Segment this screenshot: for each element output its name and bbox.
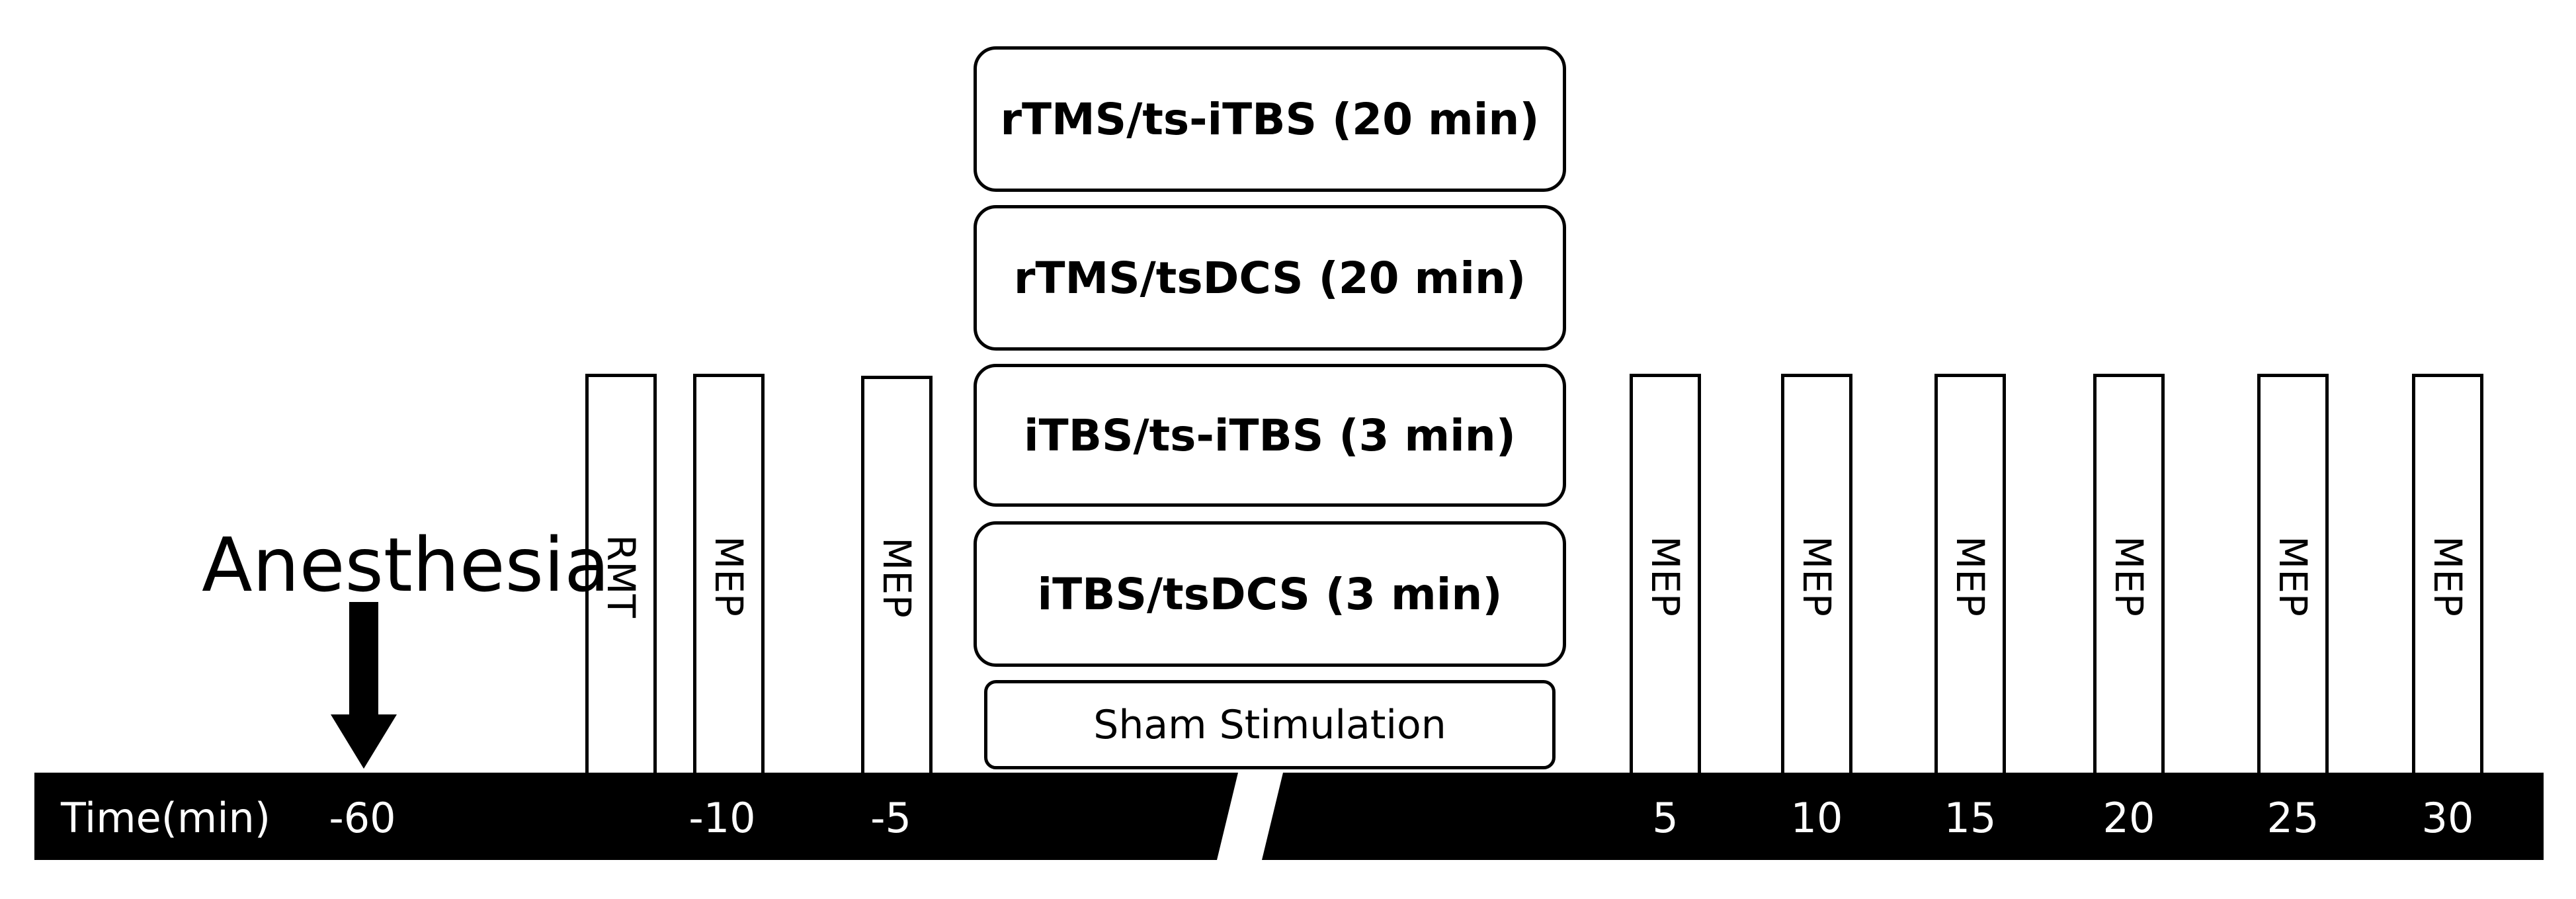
- measure-box-mep: MEP: [861, 376, 933, 779]
- tick-label: 25: [2266, 794, 2319, 842]
- tick-label: 20: [2102, 794, 2155, 842]
- protocol-box-rtms-tsdcs: rTMS/tsDCS (20 min): [974, 205, 1566, 351]
- measure-box-mep: MEP: [1934, 374, 2006, 779]
- protocol-label: rTMS/tsDCS (20 min): [1013, 252, 1526, 304]
- anesthesia-label: Anesthesia: [202, 523, 610, 609]
- protocol-label: iTBS/ts-iTBS (3 min): [1024, 409, 1516, 461]
- measure-box-mep: MEP: [2093, 374, 2165, 779]
- tick-label: 15: [1944, 794, 1997, 842]
- tick-label: 5: [1652, 794, 1679, 842]
- measure-box-rmt: RMT: [585, 374, 657, 779]
- tick-label: -60: [329, 794, 396, 842]
- tick-label: 10: [1790, 794, 1843, 842]
- protocol-label: iTBS/tsDCS (3 min): [1037, 568, 1503, 620]
- tick-label: 30: [2421, 794, 2474, 842]
- measure-box-mep: MEP: [2412, 374, 2483, 779]
- down-arrow-icon: [331, 602, 397, 769]
- protocol-box-rtms-ts-itbs: rTMS/ts-iTBS (20 min): [974, 46, 1566, 192]
- protocol-label: rTMS/ts-iTBS (20 min): [1000, 93, 1540, 145]
- sham-label: Sham Stimulation: [1093, 701, 1446, 748]
- protocol-box-itbs-ts-itbs: iTBS/ts-iTBS (3 min): [974, 364, 1566, 507]
- sham-stimulation-box: Sham Stimulation: [984, 680, 1556, 769]
- protocol-box-itbs-tsdcs: iTBS/tsDCS (3 min): [974, 521, 1566, 667]
- measure-box-mep: MEP: [2257, 374, 2329, 779]
- measure-box-mep: MEP: [1630, 374, 1701, 779]
- tick-label: -5: [870, 794, 911, 842]
- time-axis-label: Time(min): [61, 794, 271, 842]
- measure-box-mep: MEP: [1781, 374, 1852, 779]
- tick-label: -10: [688, 794, 756, 842]
